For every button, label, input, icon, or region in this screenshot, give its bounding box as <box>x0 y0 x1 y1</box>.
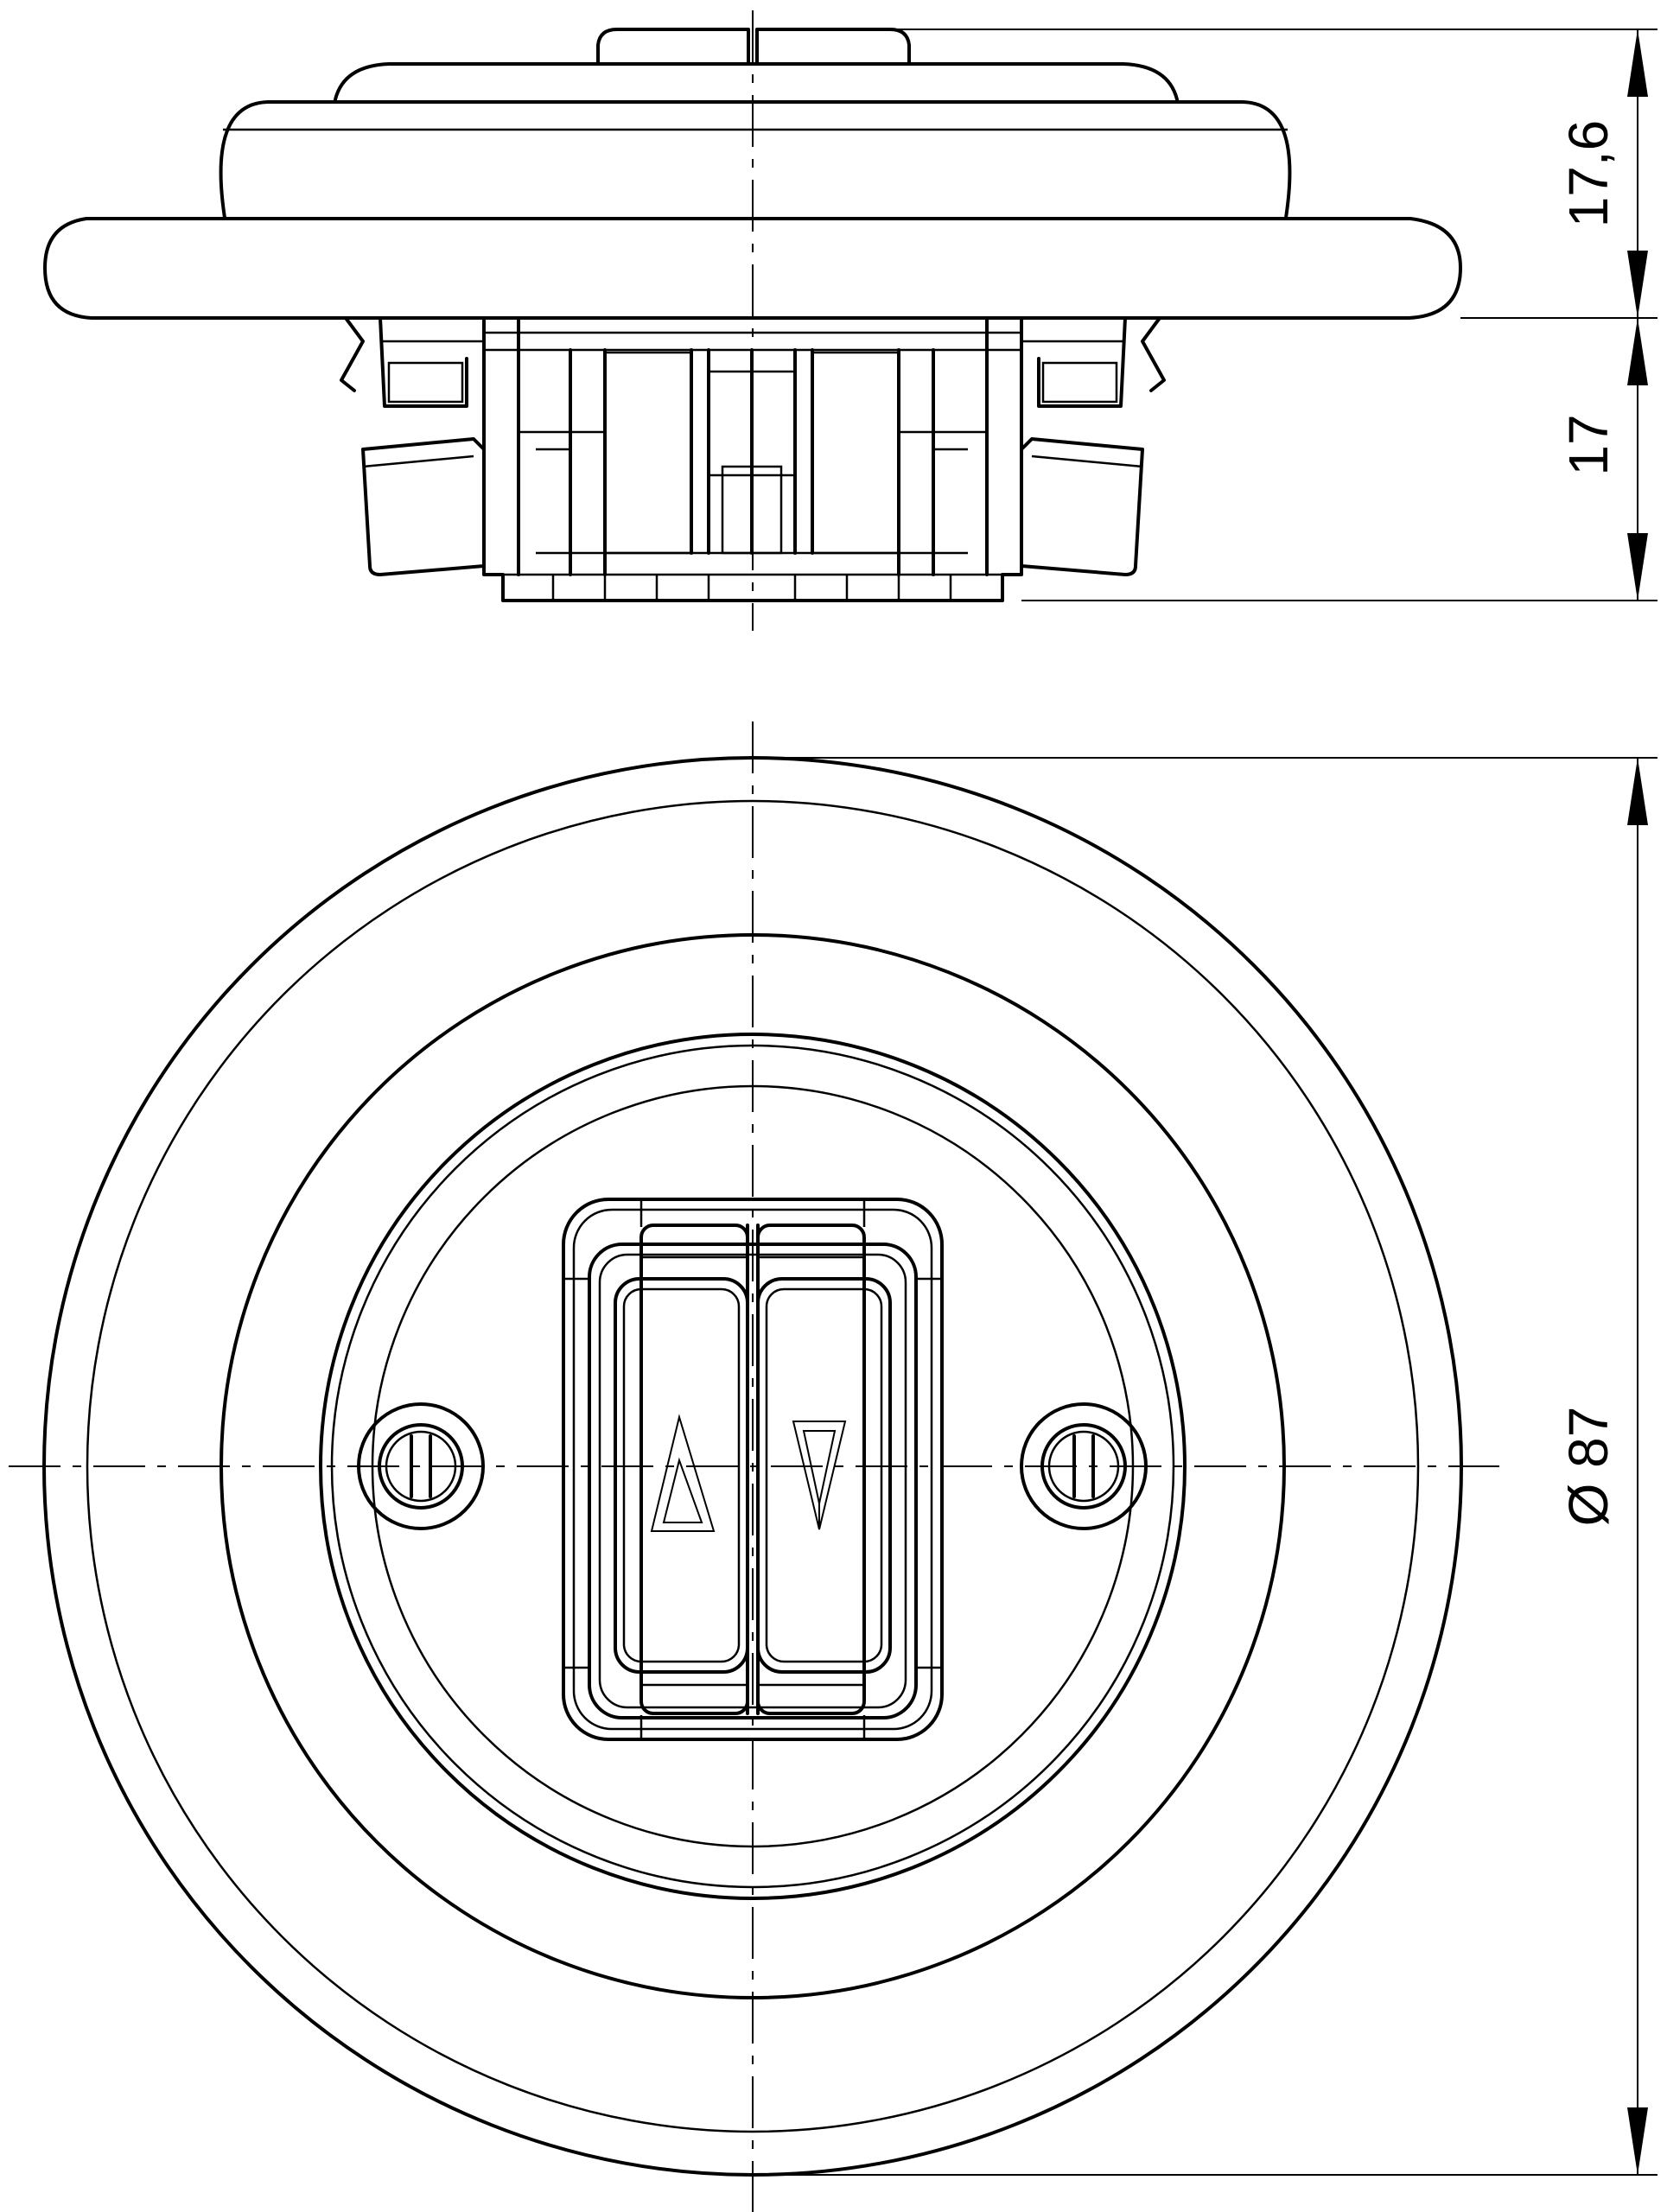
right-terminal-screw <box>1020 437 1144 576</box>
front-view-dimensions: Ø 87 <box>753 757 1657 2176</box>
cover-ring-4 <box>319 1033 1187 1900</box>
front-view <box>9 721 1499 2212</box>
rocker-cap-left <box>596 28 750 64</box>
cover-ring-2 <box>86 799 1420 2133</box>
side-view <box>43 10 1462 631</box>
arrow-up-outline-icon <box>650 1414 716 1532</box>
left-terminal-screw <box>361 437 486 576</box>
arrow-down-outline-icon <box>792 1421 847 1530</box>
rocker-left[interactable] <box>614 1224 749 1715</box>
rocker-right[interactable] <box>756 1224 892 1715</box>
dimension-diameter: Ø 87 <box>1557 1407 1619 1527</box>
right-clip <box>1021 316 1166 408</box>
cover-dome <box>334 62 1179 101</box>
left-clip <box>340 316 484 408</box>
dimension-insert-depth: 17 <box>1557 414 1619 475</box>
side-view-dimensions: 17,6 17 <box>760 29 1657 601</box>
cover-flange <box>43 217 1462 320</box>
dimension-cover-height: 17,6 <box>1557 120 1619 228</box>
cover-middle-tier <box>219 100 1292 219</box>
rocker-cap-right <box>755 28 911 64</box>
